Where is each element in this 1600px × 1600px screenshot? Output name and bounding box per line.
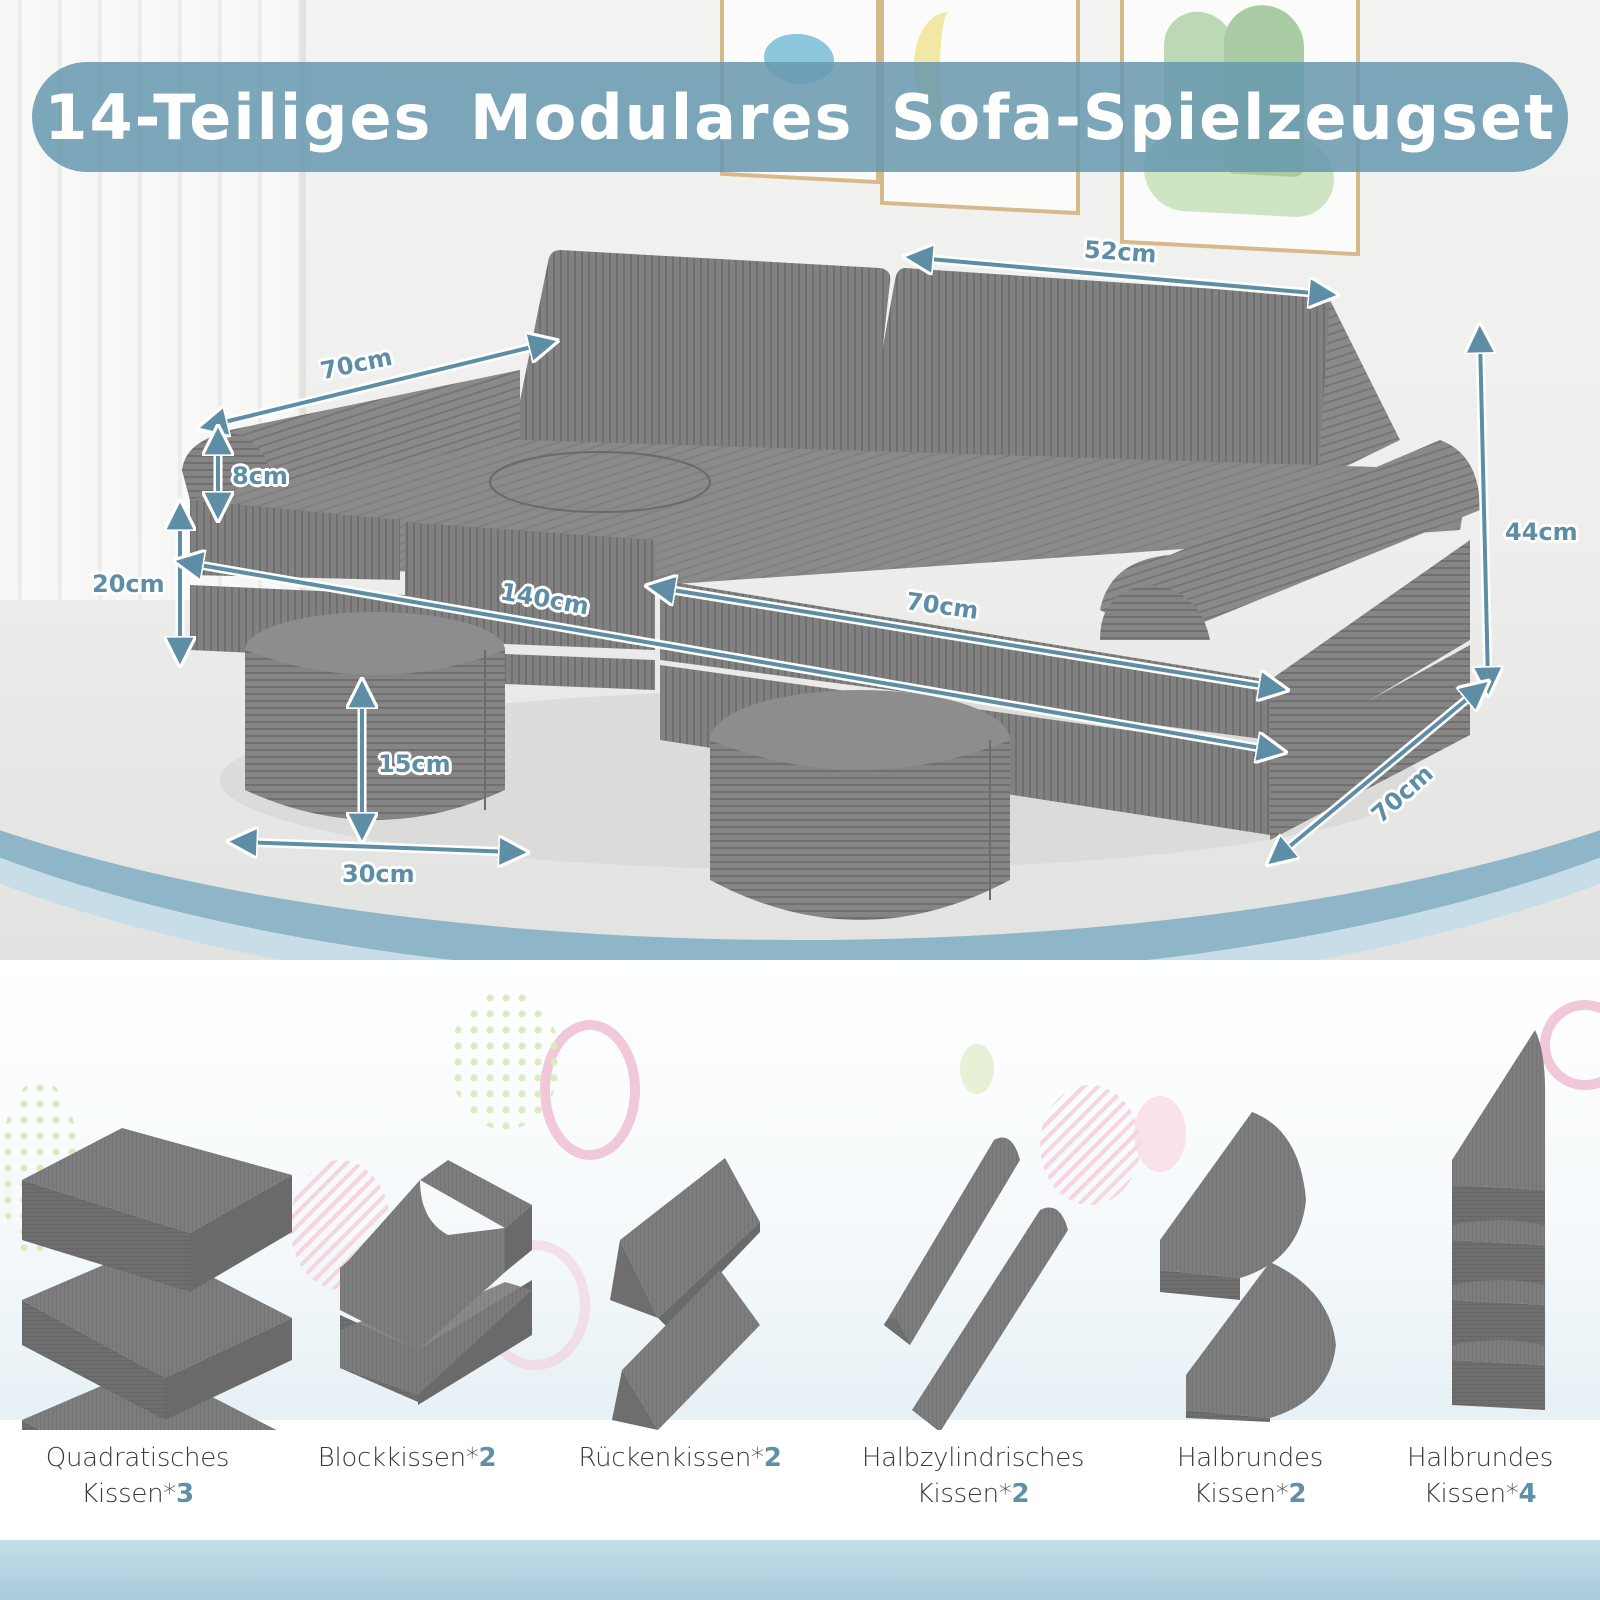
label-half-round-stack: Halbrundes Kissen*4 <box>1407 1443 1553 1509</box>
label-back-cushion: Rückenkissen*2 <box>578 1443 782 1473</box>
footer-band <box>0 1540 1600 1600</box>
piece-half-round-stack <box>1452 1030 1545 1410</box>
piece-half-round-cushion <box>1160 1112 1336 1422</box>
decor-circle <box>1134 1096 1186 1172</box>
piece-block-cushion <box>340 1160 532 1405</box>
label-square-cushion: Quadratisches Kissen*3 <box>45 1443 230 1509</box>
quantity: 2 <box>1011 1479 1030 1509</box>
decor-dots <box>450 990 560 1130</box>
quantity: 2 <box>763 1443 782 1473</box>
quantity: 4 <box>1518 1479 1537 1509</box>
title-banner: 14-Teiliges Modulares Sofa-Spielzeugset <box>32 62 1568 172</box>
label-block-cushion: Blockkissen*2 <box>317 1443 497 1473</box>
piece-labels: Quadratisches Kissen*3 Blockkissen*2 Rüc… <box>0 1440 1600 1520</box>
product-scene: 52cm 70cm 8cm 20cm 140cm 70cm 44cm 70cm … <box>0 0 1600 960</box>
decor-circle <box>960 1044 994 1094</box>
decor-stripes <box>1040 1085 1140 1205</box>
page-title: 14-Teiliges Modulares Sofa-Spielzeugset <box>44 80 1556 154</box>
label-half-cylinder-cushion: Halbzylindrisches Kissen*2 <box>861 1443 1085 1509</box>
quantity: 2 <box>478 1443 497 1473</box>
piece-square-cushion <box>22 1128 292 1430</box>
pieces-illustration <box>22 1030 1545 1430</box>
decorative-arc <box>0 200 1600 960</box>
decor-ring <box>1540 1000 1600 1090</box>
quantity: 2 <box>1288 1479 1307 1509</box>
piece-back-cushion <box>610 1158 760 1430</box>
label-half-round-cushion: Halbrundes Kissen*2 <box>1177 1443 1323 1509</box>
piece-half-cylinder-cushion <box>884 1137 1068 1430</box>
quantity: 3 <box>175 1479 194 1509</box>
